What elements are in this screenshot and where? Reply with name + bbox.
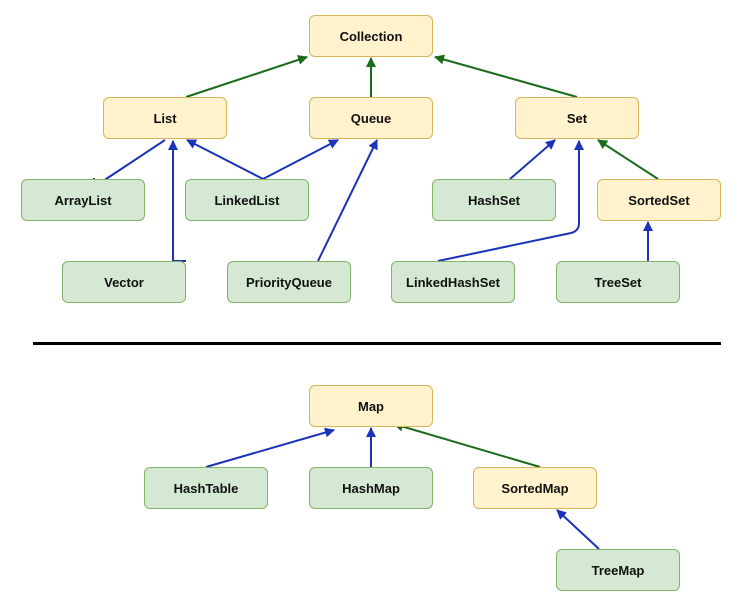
edge-list-to-collection [185,55,308,98]
section-separator [33,342,721,345]
node-collection: Collection [309,15,433,57]
edge-set-to-collection [434,54,578,98]
edge-priorityqueue-to-queue [317,139,378,262]
node-hashset: HashSet [432,179,556,221]
node-sortedmap: SortedMap [473,467,597,509]
edge-hashtable-to-map [205,427,335,468]
node-list: List [103,97,227,139]
node-vector: Vector [62,261,186,303]
node-sortedset: SortedSet [597,179,721,221]
node-linkedlist: LinkedList [185,179,309,221]
edge-sortedmap-to-map [393,421,541,468]
edge-linkedlist-to-queue [262,139,339,180]
node-treemap: TreeMap [556,549,680,591]
node-linkedhashset: LinkedHashSet [391,261,515,303]
edge-linkedlist-to-list [186,139,264,180]
edge-hashset-to-set [509,139,556,180]
node-hashmap: HashMap [309,467,433,509]
node-priorityqueue: PriorityQueue [227,261,351,303]
node-set: Set [515,97,639,139]
edge-treemap-to-sortedmap [556,509,600,550]
node-hashtable: HashTable [144,467,268,509]
node-treeset: TreeSet [556,261,680,303]
edge-sortedset-to-set [597,139,659,180]
edge-linkedhashset-to-set [437,140,584,262]
node-queue: Queue [309,97,433,139]
node-arraylist: ArrayList [21,179,145,221]
node-map: Map [309,385,433,427]
